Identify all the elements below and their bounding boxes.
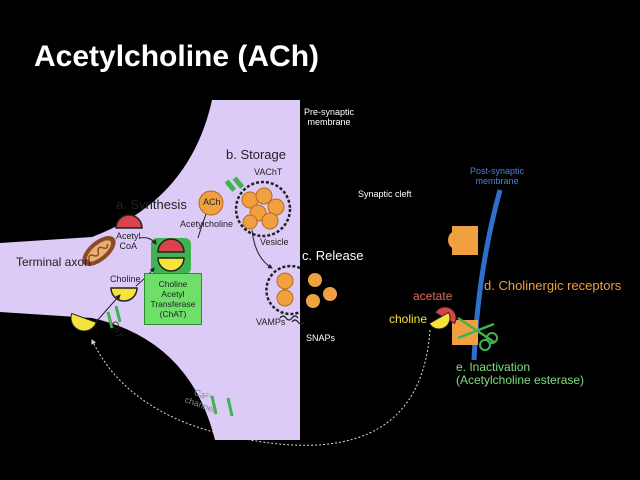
storage-label: b. Storage — [226, 147, 286, 162]
pre-synaptic-line1: Pre-synaptic — [304, 107, 355, 117]
ach-label: ACh — [203, 197, 221, 207]
choline-cleft-label: choline — [389, 312, 428, 326]
chat-label-box: Choline Acetyl Transferase (ChAT) — [144, 273, 202, 325]
acetate-label: acetate — [413, 289, 453, 303]
snaps-label: SNAPs — [306, 333, 336, 343]
released-ach-2 — [323, 287, 337, 301]
choline-inside-label: Choline — [110, 274, 141, 284]
pre-synaptic-label: Pre-synaptic membrane — [304, 107, 355, 128]
external-choline-icon — [70, 312, 97, 332]
synthesis-label: a. Synthesis — [116, 197, 187, 212]
acetyl-coa-label: Acetyl CoA — [116, 231, 141, 252]
inactivation-label: e. Inactivation (Acetylcholine esterase) — [456, 360, 585, 388]
page-title: Acetylcholine (ACh) — [34, 40, 320, 73]
vamp-squiggle — [279, 315, 299, 321]
inactivation-line2: (Acetylcholine esterase) — [456, 373, 585, 388]
acetyl-line1: Acetyl — [116, 231, 141, 241]
post-synaptic-label: Post-synaptic membrane — [470, 166, 525, 187]
post-synaptic-line2: membrane — [475, 175, 519, 186]
terminal-axon-label: Terminal axon — [16, 255, 91, 269]
acetylcholine-label: Acetylcholine — [180, 219, 234, 229]
vesicle-label: Vesicle — [260, 237, 289, 247]
cleft-choline-icon — [428, 311, 451, 330]
receptor-top-icon — [448, 226, 478, 255]
pre-synaptic-line2: membrane — [307, 116, 351, 127]
mitochondrion-icon — [82, 236, 116, 266]
vacht-transporter-icon — [224, 176, 245, 192]
snap-squiggle — [291, 319, 305, 325]
inactivation-line1: e. Inactivation — [456, 360, 531, 374]
released-ach-1 — [308, 273, 322, 287]
synaptic-cleft-label: Synaptic cleft — [358, 189, 412, 199]
release-vesicle-icon — [265, 264, 301, 316]
cht-arrow — [95, 294, 121, 323]
chat-line4: (ChAT) — [159, 309, 187, 320]
receptors-label: d. Cholinergic receptors — [484, 278, 622, 293]
acetylcholinesterase-icon — [457, 316, 498, 351]
vamps-label: VAMPs — [256, 317, 286, 327]
synthesis-arrow-acetyl — [139, 237, 157, 245]
acetyl-line2: CoA — [119, 240, 138, 251]
storage-vesicle-icon — [234, 180, 292, 238]
cht-transporter-bar-1 — [106, 311, 114, 329]
acetyl-coa-icon — [115, 214, 143, 229]
chat-enzyme-icon — [151, 238, 191, 274]
vacht-label: VAChT — [254, 167, 283, 177]
released-ach-3 — [306, 294, 320, 308]
release-label: c. Release — [302, 248, 364, 263]
ca-channel-bar-2 — [226, 397, 234, 417]
post-synaptic-line1: Post-synaptic — [470, 166, 525, 176]
chat-line1: Choline — [158, 278, 188, 289]
ca-channel-bar-1 — [210, 395, 218, 415]
chat-line3: Transferase — [150, 299, 196, 309]
chat-line2: Acetyl — [161, 288, 185, 299]
ach-molecule-icon — [198, 190, 224, 216]
cht-transporter-bar-2 — [114, 305, 122, 323]
